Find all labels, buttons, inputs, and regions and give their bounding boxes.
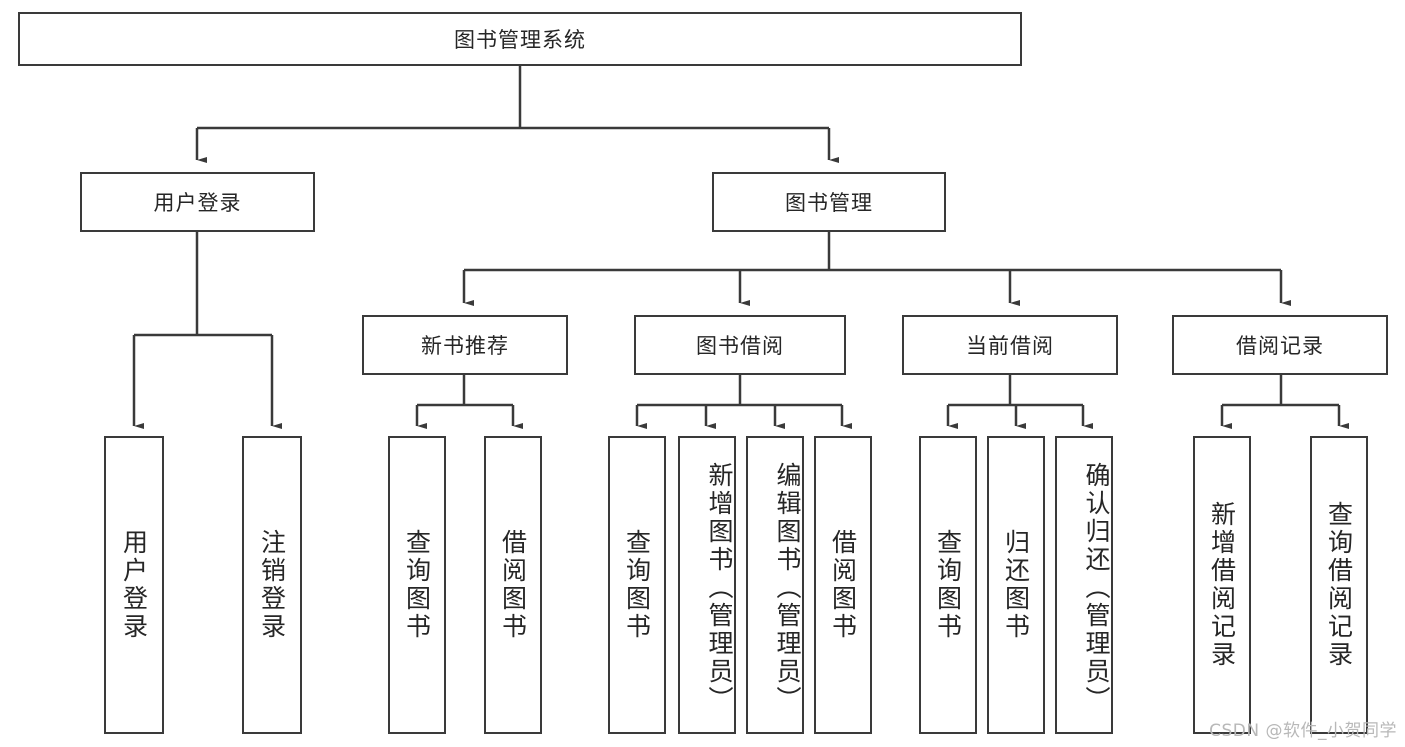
- leaf-borrow-query-book[interactable]: 查询图书: [608, 436, 666, 734]
- leaf-borrow-edit-book[interactable]: 编辑图书（管理员）: [746, 436, 804, 734]
- leaf-user-login-login[interactable]: 用户登录: [104, 436, 164, 734]
- node-root[interactable]: 图书管理系统: [18, 12, 1022, 66]
- leaf-current-return-book[interactable]: 归还图书: [987, 436, 1045, 734]
- leaf-current-confirm-return[interactable]: 确认归还（管理员）: [1055, 436, 1113, 734]
- leaf-records-add-record[interactable]: 新增借阅记录: [1193, 436, 1251, 734]
- leaf-records-query-record[interactable]: 查询借阅记录: [1310, 436, 1368, 734]
- node-user-login[interactable]: 用户登录: [80, 172, 315, 232]
- leaf-new-book-borrow[interactable]: 借阅图书: [484, 436, 542, 734]
- node-book-borrow[interactable]: 图书借阅: [634, 315, 846, 375]
- node-borrow-records[interactable]: 借阅记录: [1172, 315, 1388, 375]
- node-new-book-recommend[interactable]: 新书推荐: [362, 315, 568, 375]
- node-current-borrow[interactable]: 当前借阅: [902, 315, 1118, 375]
- leaf-borrow-borrow-book[interactable]: 借阅图书: [814, 436, 872, 734]
- leaf-current-query-book[interactable]: 查询图书: [919, 436, 977, 734]
- leaf-borrow-add-book[interactable]: 新增图书（管理员）: [678, 436, 736, 734]
- watermark-text: CSDN @软件_小贺同学: [1209, 721, 1397, 741]
- leaf-new-book-query[interactable]: 查询图书: [388, 436, 446, 734]
- node-book-management[interactable]: 图书管理: [712, 172, 946, 232]
- leaf-user-login-logout[interactable]: 注销登录: [242, 436, 302, 734]
